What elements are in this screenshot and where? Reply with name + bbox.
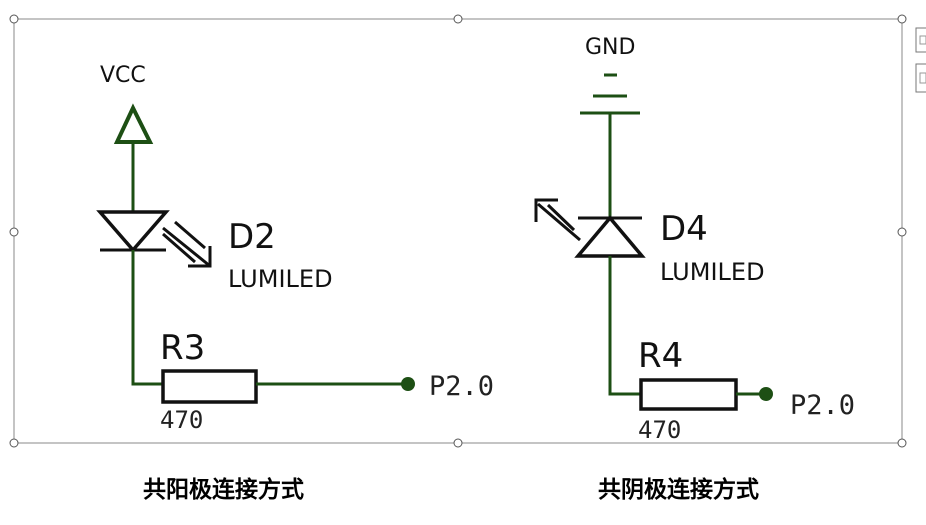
resistor-r4-symbol	[639, 378, 738, 411]
led-d4-value: LUMILED	[660, 258, 765, 286]
port-p20-left-node	[401, 377, 415, 391]
led-d2-emission-arrows-icon	[162, 220, 212, 268]
selection-frame[interactable]	[9, 14, 907, 448]
resize-handle-top-middle[interactable]	[453, 14, 463, 24]
led-d2-ref: D2	[228, 217, 276, 257]
gnd-symbol	[580, 73, 640, 115]
resistor-r3-symbol	[161, 369, 258, 404]
vcc-arrow-symbol	[113, 103, 154, 144]
layout-options-icon[interactable]	[915, 27, 926, 93]
resistor-r4-ref: R4	[638, 336, 683, 376]
left-circuit: VCC D2 LUMILED R3 470 P2.0	[96, 63, 494, 434]
port-p20-left-label: P2.0	[429, 371, 494, 402]
wire-led-to-r3	[131, 250, 163, 386]
vcc-label: VCC	[100, 63, 146, 88]
right-caption: 共阴极连接方式	[598, 476, 759, 503]
resistor-r3-ref: R3	[160, 328, 205, 368]
port-p20-right-node	[759, 387, 773, 401]
gnd-label: GND	[585, 35, 635, 60]
led-d2-symbol	[96, 210, 170, 253]
resize-handle-bottom-left[interactable]	[9, 438, 19, 448]
led-d4-symbol	[574, 215, 646, 258]
port-p20-right-label: P2.0	[790, 390, 855, 421]
resistor-r3-value: 470	[160, 406, 203, 434]
resize-handle-bottom-right[interactable]	[897, 438, 907, 448]
led-d4-emission-arrows-icon	[534, 198, 581, 242]
resize-handle-bottom-middle[interactable]	[453, 438, 463, 448]
resize-handle-top-right[interactable]	[897, 14, 907, 24]
right-circuit: GND D4 LUMILED R4 470 P2.0	[534, 35, 855, 444]
left-caption: 共阳极连接方式	[143, 476, 304, 503]
resistor-r4-value: 470	[638, 416, 681, 444]
resize-handle-top-left[interactable]	[9, 14, 19, 24]
resize-handle-middle-right[interactable]	[897, 227, 907, 237]
led-d4-ref: D4	[660, 209, 708, 249]
resize-handle-middle-left[interactable]	[9, 227, 19, 237]
led-d2-value: LUMILED	[228, 265, 333, 293]
wire-led-to-r4	[608, 256, 641, 396]
